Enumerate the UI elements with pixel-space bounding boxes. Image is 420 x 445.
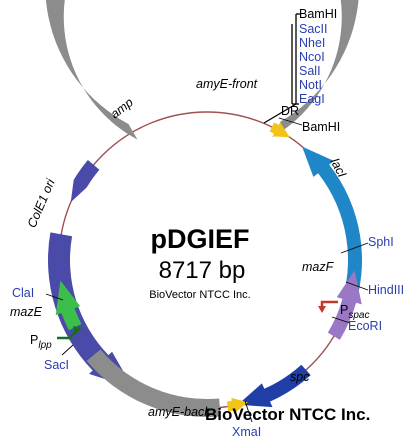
plpp-promoter-icon (57, 326, 82, 340)
spc-arrow (237, 364, 311, 408)
pspac-p: P (340, 303, 348, 317)
site-xmai-label: XmaI (232, 425, 261, 439)
site-eagi-label: EagI (299, 92, 325, 106)
site-leader-lines (45, 117, 369, 423)
mazE-arrow (55, 280, 82, 331)
site-clai-label: ClaI (12, 286, 34, 300)
site-sphi-label: SphI (368, 235, 394, 249)
site-ecori-label: EcoRI (348, 319, 382, 333)
amye-back-arrow (86, 349, 221, 417)
site-ncoi-label: NcoI (299, 50, 325, 64)
site-bamhi2-label: BamHI (302, 120, 340, 134)
feature-spc-label: spc (290, 370, 310, 384)
site-saci-label: SacI (44, 358, 69, 372)
pspac-promoter-icon (318, 300, 338, 313)
watermark-bottom: BioVector NTCC Inc. (205, 405, 370, 424)
site-noti-label: NotI (299, 78, 322, 92)
watermark-center: BioVector NTCC Inc. (149, 289, 250, 301)
plpp-sub: lpp (38, 340, 52, 351)
plasmid-name: pDGIEF (151, 224, 250, 254)
site-sacii-label: SacII (299, 22, 328, 36)
feature-amye-back-label: amyE-back (148, 405, 211, 419)
plasmid-size: 8717 bp (159, 257, 246, 284)
dr-top-arrow (269, 122, 290, 138)
site-bamhi-label: BamHI (299, 7, 337, 21)
feature-amye-front-label: amyE-front (196, 77, 258, 91)
feature-mazf-label: mazF (302, 260, 335, 274)
dr-bottom-arrow (226, 397, 248, 414)
cole1-ori-arrow (48, 232, 133, 389)
amp-arrow (70, 160, 100, 203)
site-sali-label: SalI (299, 64, 321, 78)
site-nhei-label: NheI (299, 36, 325, 50)
plpp-label: Plpp (30, 333, 52, 351)
pspac-sub: spac (348, 310, 369, 321)
feature-maze-label: mazE (10, 305, 43, 319)
pspac-label: Pspac (340, 303, 369, 321)
plpp-p: P (30, 333, 38, 347)
feature-cole1-label: ColE1 ori (25, 176, 58, 230)
mcs-bracket (263, 13, 301, 124)
mazF-arrow (327, 270, 362, 340)
site-hindiii-label: HindIII (368, 283, 404, 297)
feature-dr-label: DR (281, 104, 299, 118)
